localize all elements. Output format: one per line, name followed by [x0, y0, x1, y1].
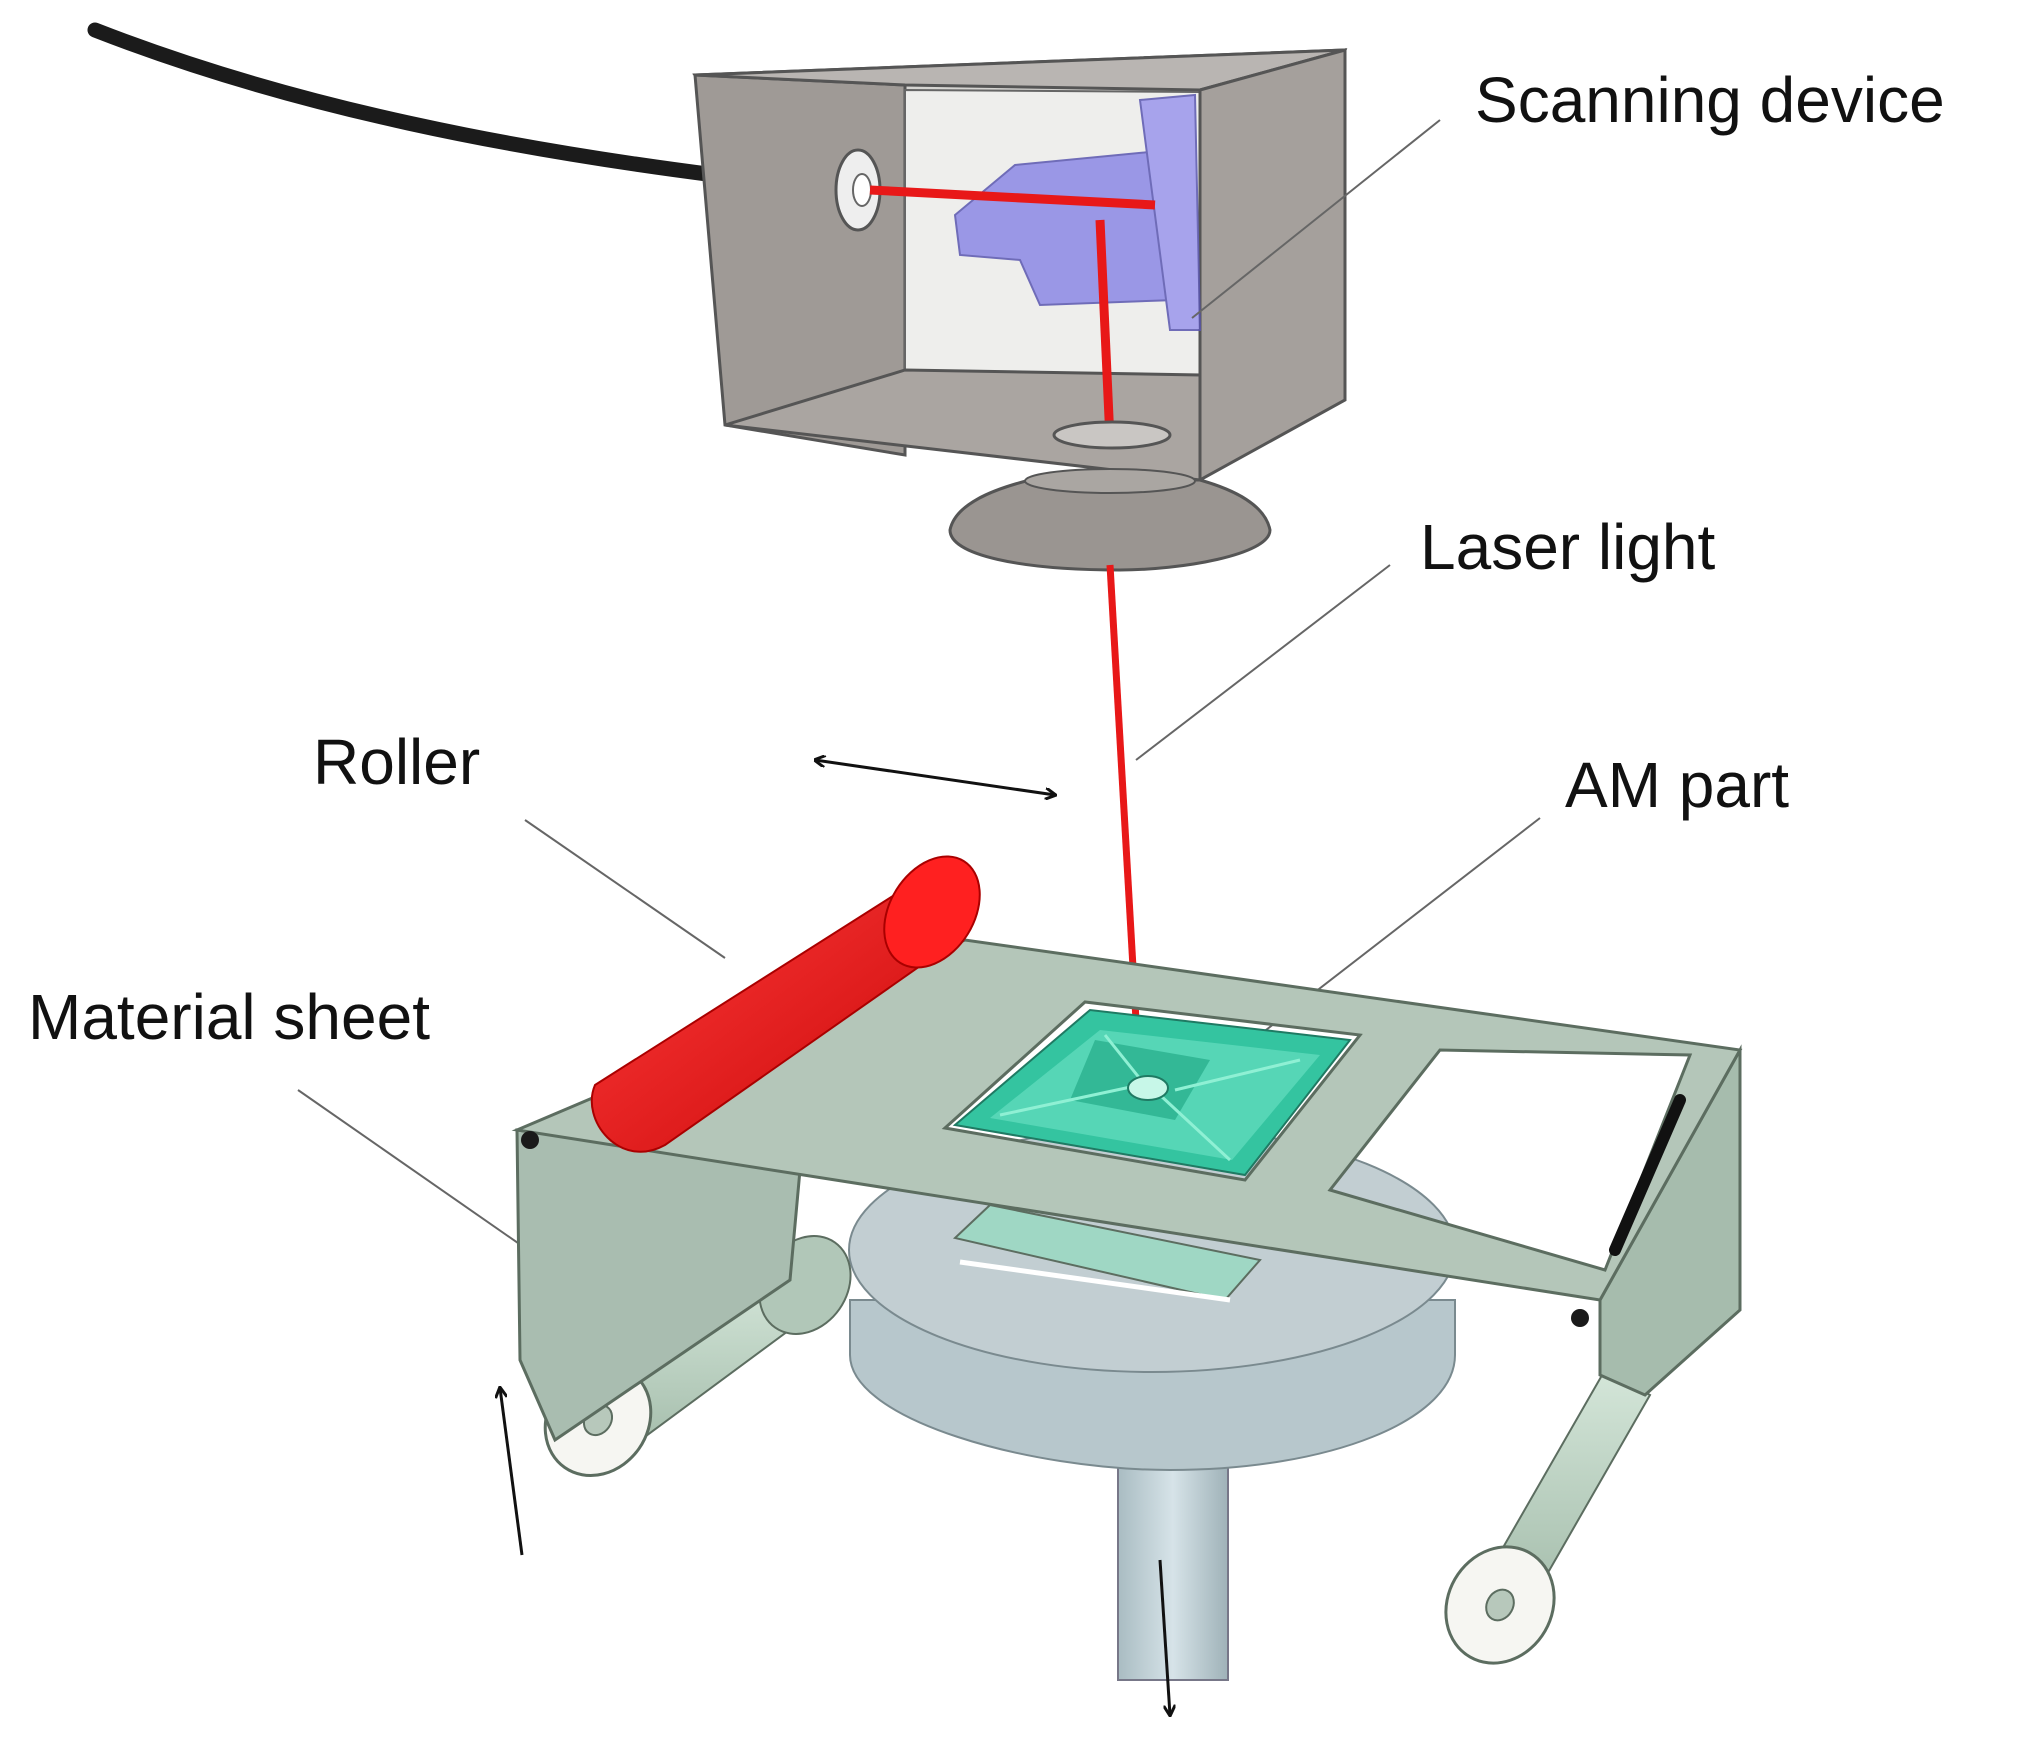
label-am-part: AM part — [1565, 749, 1790, 821]
leader-scanning-device — [1191, 119, 1441, 319]
roller-motion-arrow — [815, 760, 1055, 795]
label-roller: Roller — [313, 726, 481, 798]
roller — [590, 855, 981, 1153]
feed-up-arrow — [500, 1388, 524, 1556]
housing-right-wall — [1198, 48, 1347, 483]
housing-floor — [724, 368, 1202, 482]
laser-beam — [1106, 564, 1144, 1091]
laser-beam-internal-vertical — [1095, 219, 1115, 441]
leader-material-sheet — [297, 1089, 529, 1251]
laser-beam-internal-horizontal — [869, 185, 1156, 210]
leader-roller — [524, 819, 726, 959]
takeup-spool — [1444, 1368, 1652, 1665]
platform-pillar — [1117, 1439, 1229, 1681]
cable — [87, 22, 723, 183]
lens-cone — [948, 478, 1272, 572]
leader-laser-light — [1135, 564, 1391, 761]
sheet-lower-layer — [952, 1203, 1262, 1302]
scanning-device — [692, 48, 1348, 572]
label-scanning-device: Scanning device — [1475, 64, 1945, 136]
lens-aperture — [1052, 420, 1172, 450]
am-part — [952, 1008, 1352, 1177]
label-laser-light: Laser light — [1420, 511, 1716, 583]
scanner-mirror — [953, 93, 1202, 331]
label-material-sheet: Material sheet — [28, 981, 430, 1053]
platform-down-arrow — [1158, 1559, 1170, 1715]
